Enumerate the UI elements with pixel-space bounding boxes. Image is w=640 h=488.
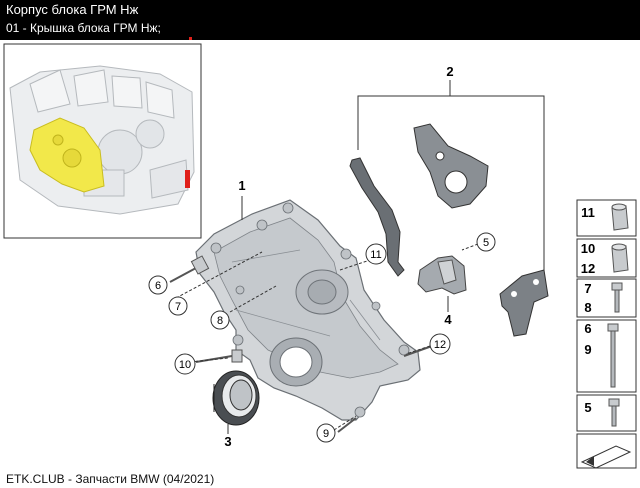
part-bolt-9[interactable]: [337, 417, 357, 433]
page-subtitle: 01 - Крышка блока ГРМ Нж;: [6, 21, 161, 35]
svg-text:9: 9: [323, 428, 329, 440]
svg-text:9: 9: [584, 342, 591, 357]
callout-8[interactable]: 8: [210, 310, 230, 330]
legend-box-5[interactable]: 5: [576, 394, 637, 432]
svg-text:8: 8: [584, 300, 591, 315]
page-title: Корпус блока ГРМ Нж: [6, 2, 139, 17]
part-bolt-12[interactable]: [403, 345, 433, 357]
callout-12[interactable]: 12: [429, 333, 451, 355]
title-bar: Корпус блока ГРМ Нж 01 - Крышка блока ГР…: [0, 0, 640, 40]
parts-diagram: 1 2 3 4 5 6 7 8 9 10 11 12: [3, 43, 637, 469]
svg-text:10: 10: [179, 359, 191, 371]
callout-1[interactable]: 1: [238, 178, 245, 193]
callout-11[interactable]: 11: [365, 243, 387, 265]
svg-text:11: 11: [581, 205, 595, 220]
svg-text:7: 7: [175, 301, 181, 313]
callout-9[interactable]: 9: [316, 423, 336, 443]
red-marker: [185, 170, 190, 188]
part-bracket[interactable]: [499, 269, 549, 337]
callout-2[interactable]: 2: [446, 64, 453, 79]
legend-box-10-12[interactable]: 10 12: [576, 238, 637, 278]
svg-text:8: 8: [217, 315, 223, 327]
callout-3[interactable]: 3: [224, 434, 231, 449]
footer-credit: ETK.CLUB - Запчасти BMW (04/2021): [6, 472, 215, 486]
legend-box-6-9[interactable]: 6 9: [576, 319, 637, 393]
svg-text:12: 12: [581, 261, 595, 276]
part-shaft-seal[interactable]: [212, 370, 260, 426]
callout-6[interactable]: 6: [148, 275, 168, 295]
svg-text:4: 4: [444, 312, 452, 327]
svg-text:6: 6: [155, 280, 161, 292]
part-guide-rail[interactable]: [417, 255, 467, 295]
part-timing-cover[interactable]: [195, 199, 421, 421]
svg-text:2: 2: [446, 64, 453, 79]
svg-text:12: 12: [434, 339, 446, 351]
legend-box-7-8[interactable]: 7 8: [576, 278, 637, 318]
part-gasket-left[interactable]: [349, 157, 405, 277]
callout-4[interactable]: 4: [444, 312, 452, 327]
svg-text:3: 3: [224, 434, 231, 449]
part-bolt-6[interactable]: [169, 255, 210, 283]
svg-text:1: 1: [238, 178, 245, 193]
legend-box-arrow[interactable]: [576, 433, 637, 469]
svg-text:10: 10: [581, 241, 595, 256]
callout-5[interactable]: 5: [476, 232, 496, 252]
svg-text:11: 11: [370, 249, 381, 261]
svg-text:5: 5: [584, 400, 591, 415]
red-marker-dot: [189, 37, 192, 40]
svg-text:5: 5: [483, 237, 489, 249]
engine-overview-thumbnail[interactable]: [3, 43, 202, 239]
svg-text:6: 6: [584, 321, 591, 336]
callout-7[interactable]: 7: [168, 296, 188, 316]
svg-text:7: 7: [584, 281, 591, 296]
part-bolt-10[interactable]: [195, 349, 243, 363]
callout-10[interactable]: 10: [174, 353, 196, 375]
legend-box-11[interactable]: 11: [576, 199, 637, 237]
part-gasket-right[interactable]: [413, 123, 489, 209]
